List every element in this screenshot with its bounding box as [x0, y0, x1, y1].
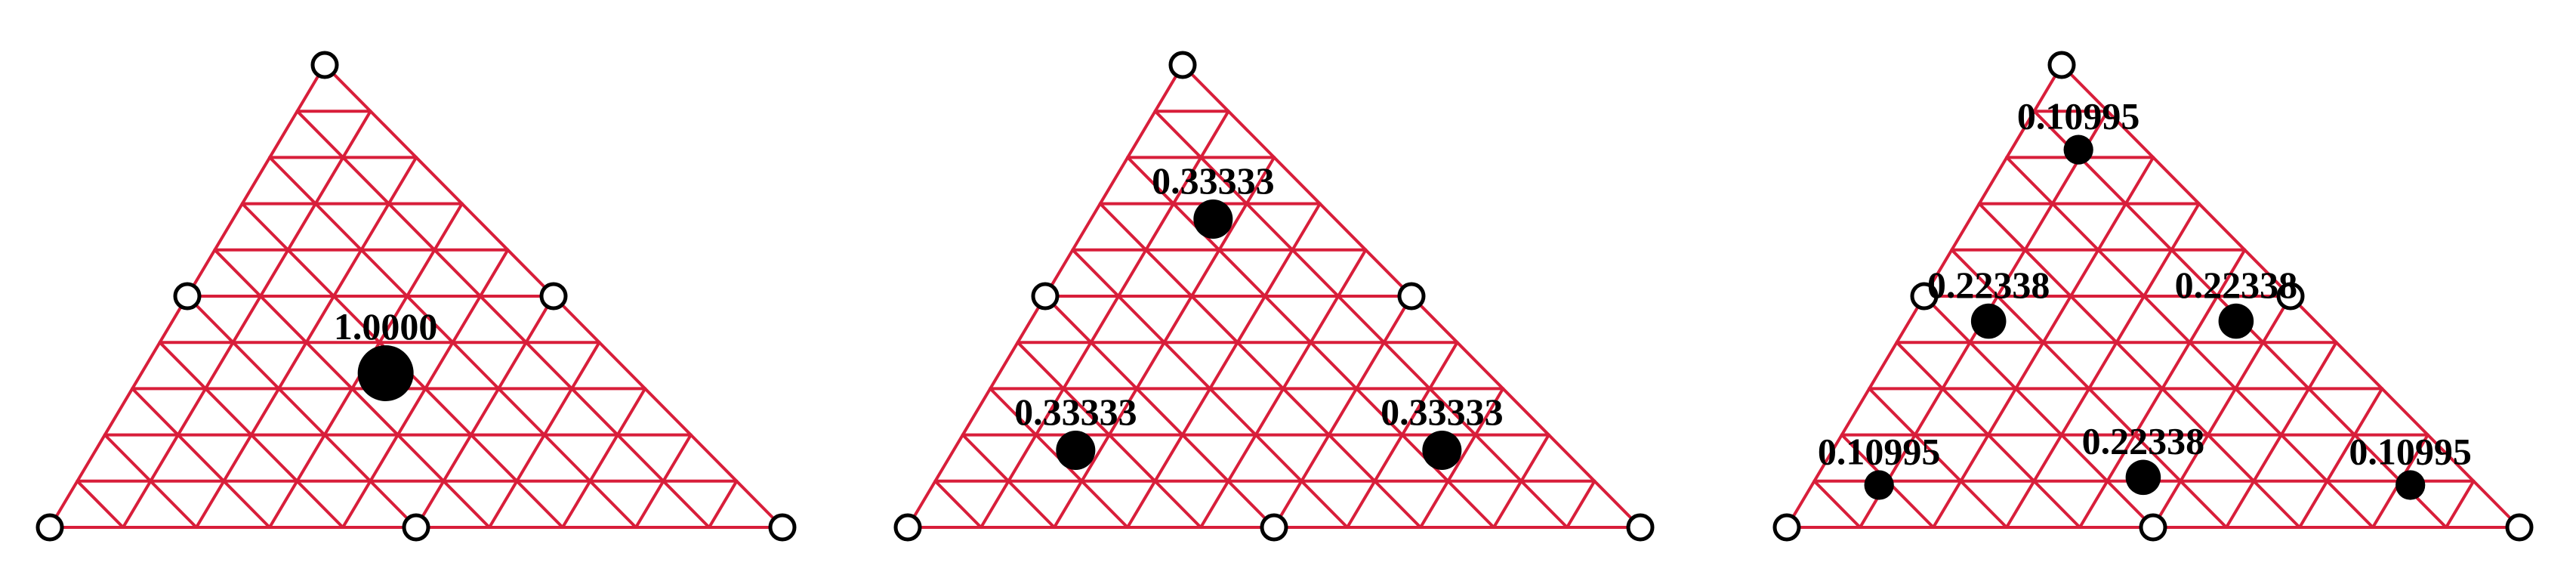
- quadrature-points: 0.33333 0.33333 0.33333: [1014, 159, 1504, 471]
- vertex-node: [2047, 51, 2076, 79]
- mesh-line: [1868, 387, 2008, 529]
- mesh-line: [708, 479, 739, 529]
- midside-node: [173, 282, 202, 311]
- mesh-line: [1016, 341, 1202, 529]
- weight-label: 0.33333: [1381, 391, 1504, 433]
- mesh-grid: [906, 63, 1642, 529]
- mesh-line: [122, 110, 372, 529]
- midside-node: [2139, 513, 2167, 542]
- quadrature-point: [1056, 430, 1096, 471]
- mesh-line: [2152, 295, 2292, 529]
- vertex-node: [35, 513, 64, 542]
- midside-node: [2276, 282, 2305, 311]
- triangle-panel-one-point: 1.0000: [35, 51, 797, 542]
- mesh-line: [1346, 341, 1459, 529]
- mesh-line: [1492, 433, 1550, 529]
- mesh-line: [1044, 295, 1276, 529]
- mesh-line: [76, 479, 125, 529]
- weight-label: 0.22338: [2175, 264, 2298, 306]
- mesh-line: [103, 433, 198, 529]
- mesh-line: [634, 433, 693, 529]
- mesh-line: [1812, 479, 1862, 529]
- mesh-line: [1895, 341, 2081, 529]
- element-nodes: [35, 51, 797, 542]
- quadrature-point: [1864, 470, 1894, 500]
- weight-label: 0.33333: [1152, 159, 1275, 202]
- mesh-line: [561, 387, 647, 529]
- mesh-line: [1566, 479, 1597, 529]
- quadrature-point: [2396, 470, 2426, 500]
- element-nodes: [893, 51, 1655, 542]
- quadrature-point: [2125, 459, 2161, 496]
- mesh-line: [488, 341, 601, 529]
- mesh-line: [1273, 295, 1413, 529]
- triangle-panel-three-point: 0.33333 0.33333 0.33333: [893, 51, 1655, 542]
- quadrature-point: [2063, 134, 2093, 165]
- mesh-line: [933, 479, 983, 529]
- mesh-line: [2225, 341, 2338, 529]
- vertex-node: [768, 513, 797, 542]
- weight-label: 1.0000: [334, 305, 438, 348]
- mesh-grid: [1785, 63, 2521, 529]
- mesh-line: [158, 341, 344, 529]
- midside-node: [1397, 282, 1426, 311]
- midside-node: [1910, 282, 1939, 311]
- mesh-line: [131, 387, 271, 529]
- mesh-line: [2445, 479, 2476, 529]
- mesh-line: [2005, 202, 2201, 529]
- midside-node: [1031, 282, 1060, 311]
- midside-node: [402, 513, 430, 542]
- mesh-line: [1977, 202, 2301, 529]
- vertex-node: [1626, 513, 1655, 542]
- vertex-node: [1168, 51, 1197, 79]
- mesh-line: [1419, 387, 1505, 529]
- vertex-node: [310, 51, 339, 79]
- mesh-line: [1923, 295, 2155, 529]
- weight-label: 0.33333: [1014, 391, 1137, 433]
- weight-label: 0.22338: [2082, 420, 2205, 462]
- element-nodes: [1772, 51, 2534, 542]
- weight-label: 0.10995: [2349, 430, 2472, 472]
- vertex-node: [2505, 513, 2534, 542]
- mesh-line: [295, 110, 711, 529]
- quadrature-point: [1422, 430, 1462, 471]
- quadrature-points: 1.0000: [334, 305, 438, 401]
- mesh-line: [186, 295, 418, 529]
- weight-label: 0.22338: [1927, 264, 2050, 306]
- mesh-line: [1098, 202, 1422, 529]
- weight-label: 0.10995: [2017, 94, 2140, 137]
- midside-node: [1260, 513, 1288, 542]
- vertex-node: [893, 513, 922, 542]
- quadrature-point: [1193, 199, 1233, 240]
- mesh-line: [961, 433, 1056, 529]
- midside-node: [539, 282, 568, 311]
- mesh-line: [415, 295, 555, 529]
- quadrature-points: 0.10995 0.10995 0.10995 0.22338 0.22338 0.223…: [1818, 94, 2472, 500]
- mesh-line: [1126, 202, 1322, 529]
- mesh-line: [1153, 110, 1569, 529]
- mesh-line: [2298, 387, 2384, 529]
- quadrature-point: [357, 345, 414, 401]
- mesh-grid: [48, 63, 784, 529]
- quadrature-point: [2218, 303, 2254, 339]
- triangle-panel-six-point: 0.10995 0.10995 0.10995 0.22338 0.22338 0.223…: [1772, 51, 2534, 542]
- vertex-node: [1772, 513, 1801, 542]
- weight-label: 0.10995: [1818, 430, 1941, 472]
- mesh-line: [979, 110, 1230, 529]
- quadrature-point: [1970, 303, 2007, 339]
